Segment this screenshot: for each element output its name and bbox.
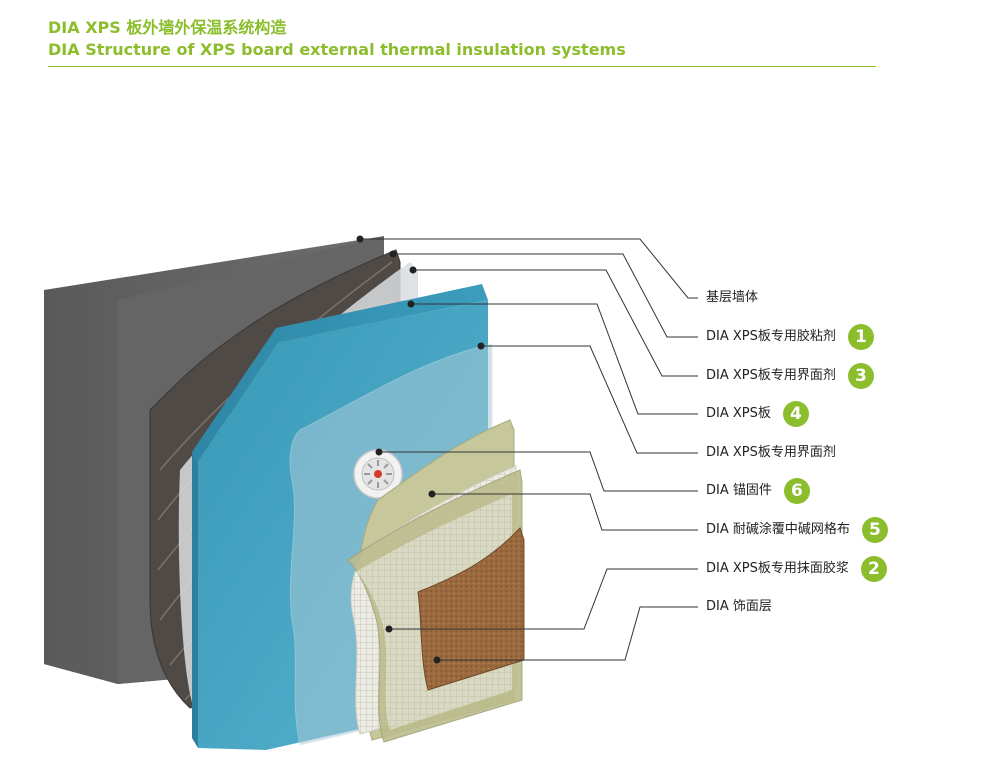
layer-label-base-wall: 基层墙体	[706, 289, 758, 307]
leader-line-8	[389, 568, 698, 630]
xps-board-side	[192, 452, 198, 748]
layer-label-text: DIA XPS板专用胶粘剂	[706, 329, 836, 344]
layer-label-text: DIA XPS板专用界面剂	[706, 445, 836, 460]
leader-lines	[360, 238, 698, 661]
layer-label-text: 基层墙体	[706, 290, 759, 305]
layer-label-anchor: DIA 锚固件 6	[706, 478, 810, 504]
leader-line-6	[379, 451, 698, 492]
layer-label-text: DIA 饰面层	[706, 599, 772, 614]
layer-label-xps-board: DIA XPS板 4	[706, 401, 809, 427]
layer-label-adhesive: DIA XPS板专用胶粘剂 1	[706, 324, 874, 350]
layer-label-plaster-mortar: DIA XPS板专用抹面胶浆 2	[706, 556, 887, 582]
title-english: DIA Structure of XPS board external ther…	[48, 40, 626, 59]
layer-label-text: DIA XPS板	[706, 406, 771, 421]
layer-label-interface-agent-2: DIA XPS板专用界面剂	[706, 444, 836, 462]
layer-number-badge: 1	[847, 324, 874, 350]
anchor-fixing	[353, 449, 403, 499]
finish-coat	[417, 527, 525, 691]
leader-line-7	[432, 493, 698, 531]
layer-number-badge: 5	[861, 517, 888, 543]
layer-label-text: DIA XPS板专用抹面胶浆	[706, 561, 849, 576]
layer-number-badge: 6	[783, 478, 810, 504]
layer-number-badge: 3	[847, 363, 874, 389]
layer-label-finish-coat: DIA 饰面层	[706, 598, 772, 616]
leader-line-3	[413, 269, 698, 377]
leader-line-2	[393, 253, 698, 338]
title-chinese: DIA XPS 板外墙外保温系统构造	[48, 18, 287, 37]
layer-label-text: DIA 锚固件	[706, 483, 772, 498]
layer-label-text: DIA 耐碱涂覆中碱网格布	[706, 522, 850, 537]
leader-line-1	[360, 238, 698, 299]
layer-number-badge: 4	[782, 401, 809, 427]
leader-line-9	[437, 606, 698, 661]
layer-label-text: DIA XPS板专用界面剂	[706, 368, 836, 383]
layer-label-interface-agent: DIA XPS板专用界面剂 3	[706, 363, 874, 389]
xps-board-top	[192, 284, 488, 462]
leader-dots	[356, 235, 485, 664]
leader-line-5	[481, 345, 698, 454]
layer-number-badge: 2	[860, 556, 887, 582]
layer-label-mesh: DIA 耐碱涂覆中碱网格布 5	[706, 517, 888, 543]
title-divider	[48, 66, 876, 67]
leader-line-4	[411, 303, 698, 415]
